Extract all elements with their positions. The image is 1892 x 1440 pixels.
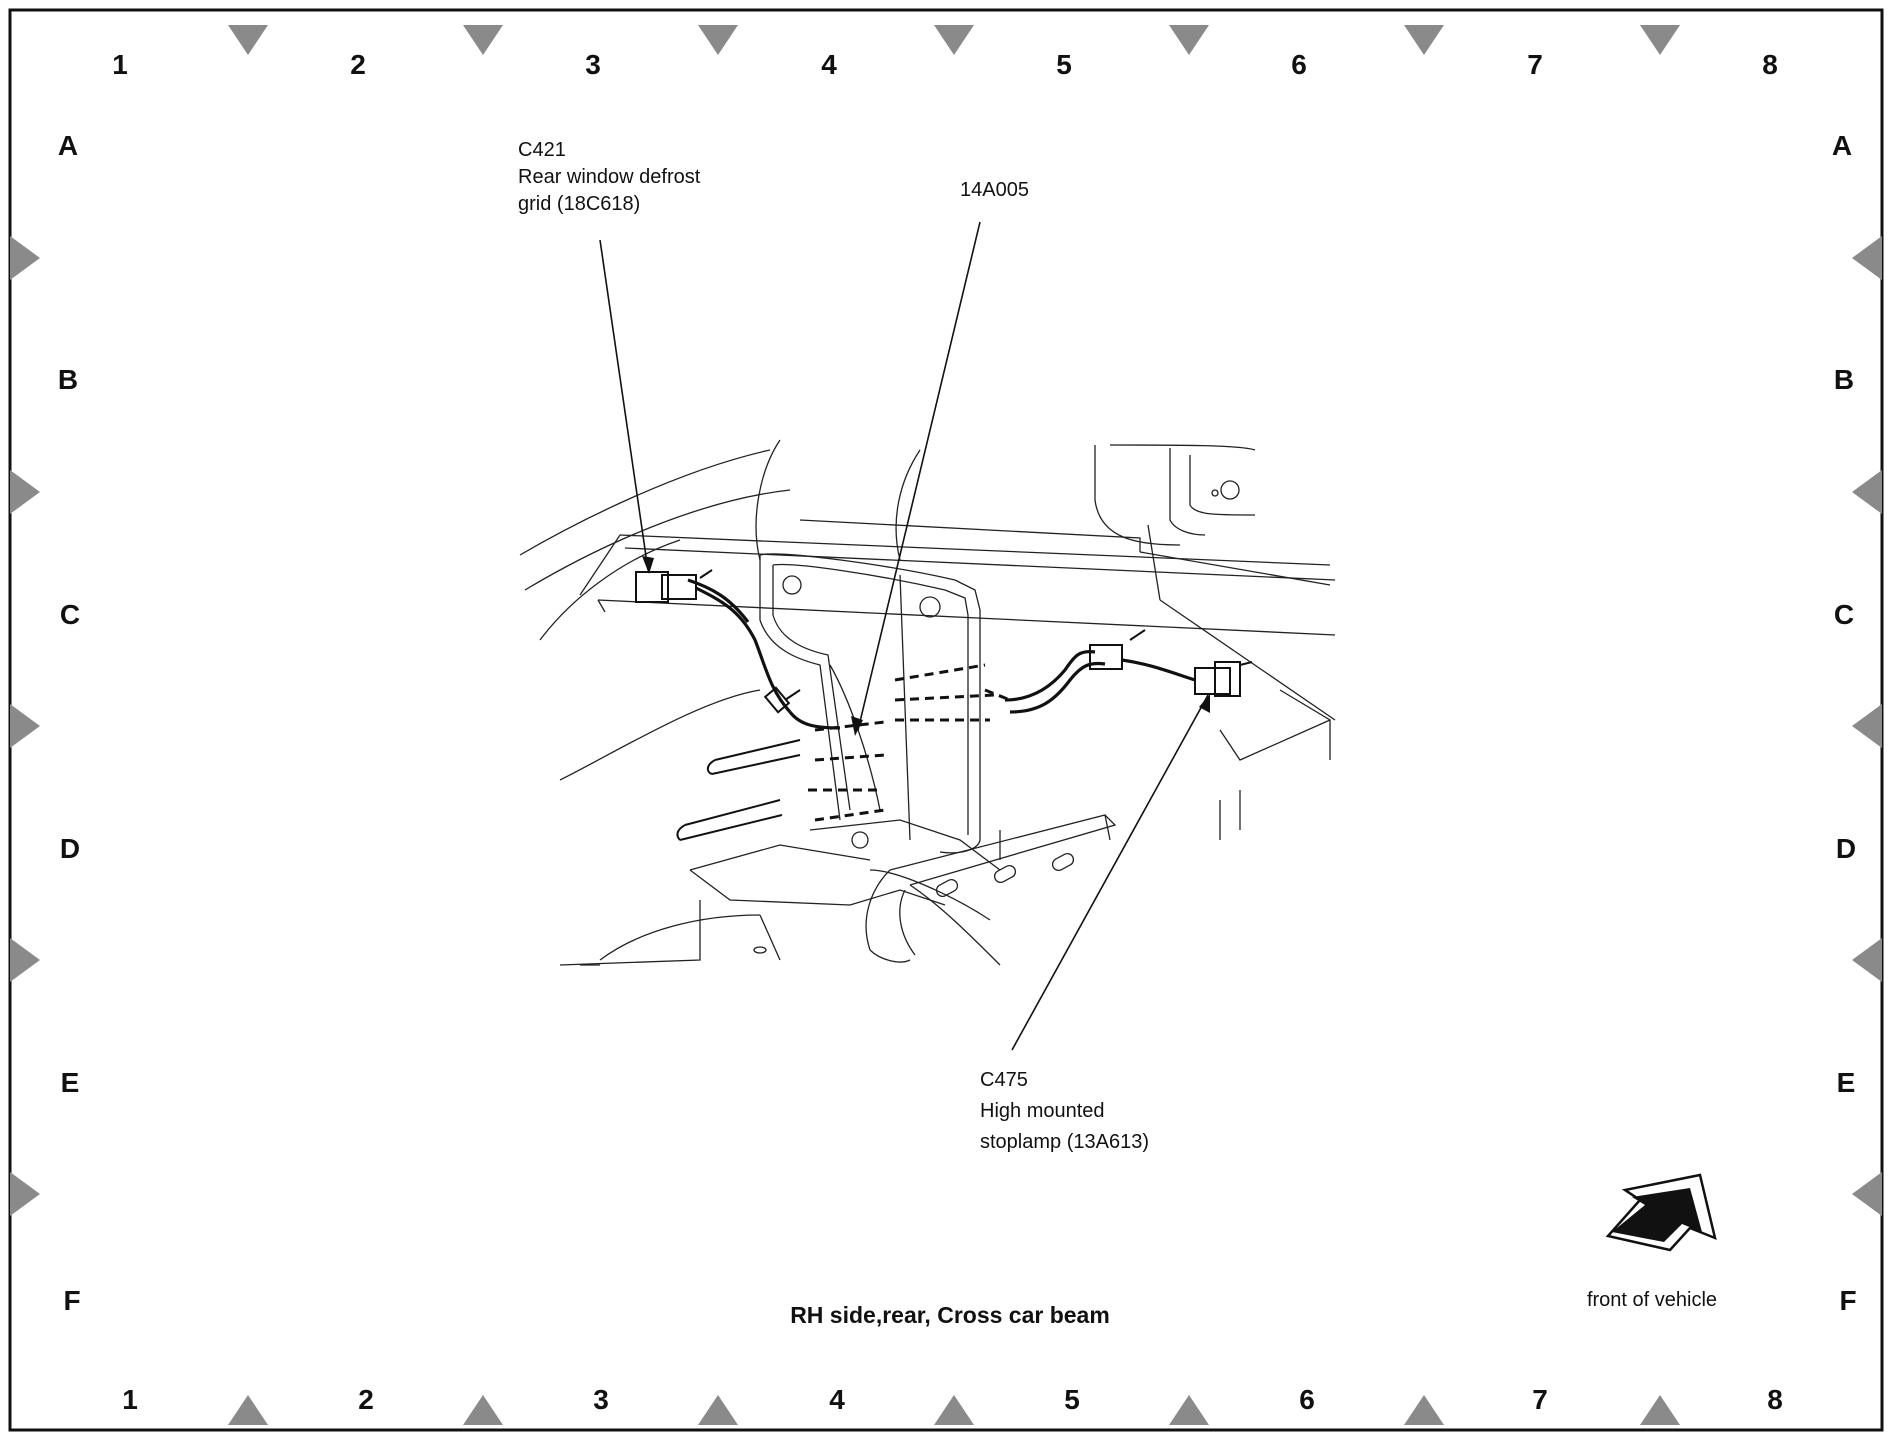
column-numbers-top: 1 2 3 4 5 6 7 8 xyxy=(112,49,1778,80)
front-of-vehicle-label: front of vehicle xyxy=(1587,1289,1717,1311)
col-top-1: 1 xyxy=(112,49,128,80)
col-bottom-1: 1 xyxy=(122,1384,138,1415)
wiring-harness-drawing xyxy=(635,569,1253,841)
row-left-d: D xyxy=(60,833,80,864)
col-bottom-4: 4 xyxy=(829,1384,845,1415)
c421-desc-line2: grid (18C618) xyxy=(518,193,640,215)
c475-code: C475 xyxy=(980,1069,1028,1091)
c421-code: C421 xyxy=(518,139,566,161)
row-right-d: D xyxy=(1836,833,1856,864)
row-letters-left: A B C D E F xyxy=(58,130,81,1316)
col-top-6: 6 xyxy=(1291,49,1307,80)
row-right-b: B xyxy=(1834,364,1854,395)
row-right-a: A xyxy=(1832,130,1852,161)
row-letters-right: A B C D E F xyxy=(1832,130,1857,1316)
col-bottom-3: 3 xyxy=(593,1384,609,1415)
col-bottom-6: 6 xyxy=(1299,1384,1315,1415)
leader-lines xyxy=(599,221,1210,1051)
row-left-f: F xyxy=(63,1285,80,1316)
harness-code: 14A005 xyxy=(960,179,1029,201)
col-top-8: 8 xyxy=(1762,49,1778,80)
col-bottom-2: 2 xyxy=(358,1384,374,1415)
right-zone-markers xyxy=(1852,236,1882,1216)
col-top-5: 5 xyxy=(1056,49,1072,80)
row-left-e: E xyxy=(61,1067,80,1098)
c475-connector-shape xyxy=(1194,667,1231,695)
col-bottom-7: 7 xyxy=(1532,1384,1548,1415)
c421-desc-line1: Rear window defrost xyxy=(518,166,701,188)
col-top-7: 7 xyxy=(1527,49,1543,80)
callout-harness: 14A005 xyxy=(960,179,1029,201)
col-bottom-5: 5 xyxy=(1064,1384,1080,1415)
diagram-caption: RH side,rear, Cross car beam xyxy=(790,1302,1110,1328)
row-left-a: A xyxy=(58,130,78,161)
left-zone-markers xyxy=(10,236,40,1216)
harness-leader-line xyxy=(857,221,981,731)
bottom-zone-markers xyxy=(228,1395,1680,1425)
row-right-c: C xyxy=(1834,599,1854,630)
col-top-3: 3 xyxy=(585,49,601,80)
callout-c421: C421 Rear window defrost grid (18C618) xyxy=(518,139,701,215)
c421-leader-line xyxy=(599,239,649,571)
row-left-c: C xyxy=(60,599,80,630)
column-numbers-bottom: 1 2 3 4 5 6 7 8 xyxy=(122,1384,1783,1415)
top-zone-markers xyxy=(228,25,1680,55)
c475-desc-line2: stoplamp (13A613) xyxy=(980,1131,1149,1153)
row-right-e: E xyxy=(1837,1067,1856,1098)
row-right-f: F xyxy=(1839,1285,1856,1316)
col-top-2: 2 xyxy=(350,49,366,80)
front-arrow-icon xyxy=(1605,1173,1717,1252)
col-top-4: 4 xyxy=(821,49,837,80)
col-bottom-8: 8 xyxy=(1767,1384,1783,1415)
row-left-b: B xyxy=(58,364,78,395)
c475-desc-line1: High mounted xyxy=(980,1100,1105,1122)
c421-connector-shape xyxy=(635,571,669,603)
callout-c475: C475 High mounted stoplamp (13A613) xyxy=(980,1069,1149,1153)
vehicle-structure-drawing xyxy=(519,439,1336,966)
c475-leader-line xyxy=(1011,694,1209,1051)
